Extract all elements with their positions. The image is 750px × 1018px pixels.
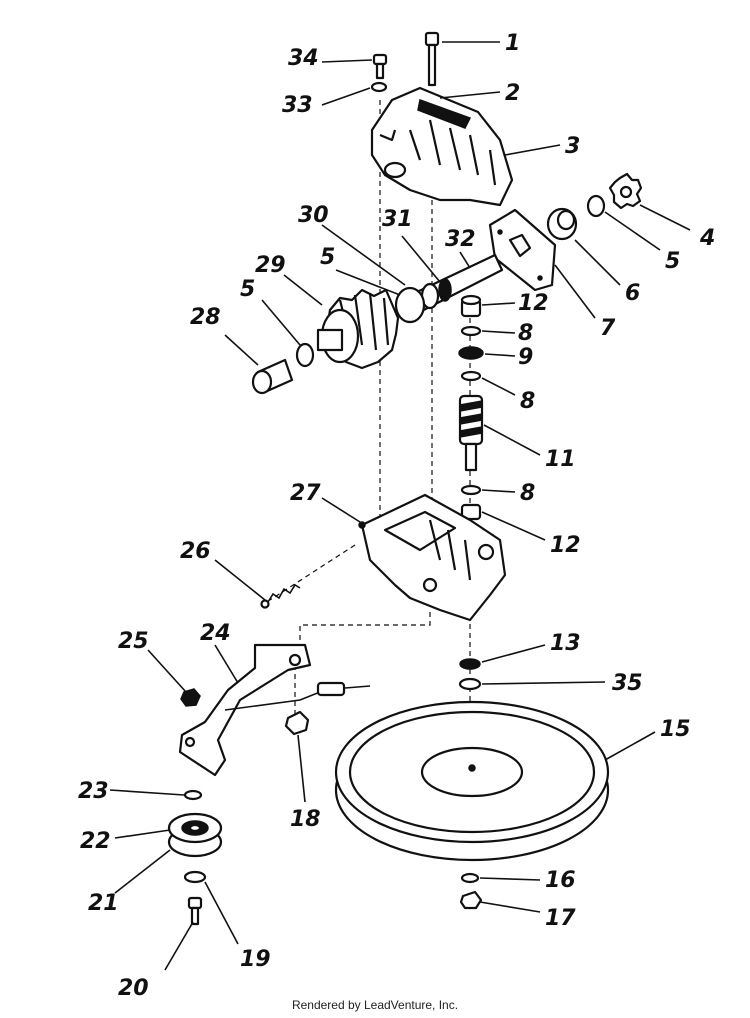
callout-5-right: 5 (665, 249, 680, 274)
callout-21: 21 (88, 891, 119, 916)
callout-28: 28 (190, 305, 221, 330)
callout-11: 11 (545, 447, 576, 472)
callout-2: 2 (505, 81, 520, 106)
callout-5-center: 5 (320, 245, 335, 270)
callout-15: 15 (660, 717, 691, 742)
bearing-part-13[interactable] (459, 658, 481, 670)
callout-5-left: 5 (240, 277, 255, 302)
callout-13: 13 (550, 631, 581, 656)
callout-3: 3 (565, 134, 580, 159)
callout-12-top: 12 (518, 291, 549, 316)
lower-gear-case-part-27[interactable] (358, 493, 507, 622)
idler-bracket-part-24[interactable] (178, 643, 312, 777)
worm-gear-part-11[interactable] (458, 394, 484, 472)
idler-pulley-part-22[interactable] (167, 812, 223, 858)
callout-25: 25 (118, 629, 149, 654)
callout-19: 19 (240, 947, 271, 972)
callout-23: 23 (78, 779, 109, 804)
washer-part-16[interactable] (460, 872, 480, 884)
bushing-part-12-top[interactable] (460, 294, 482, 318)
bushing-part-6[interactable] (546, 207, 578, 241)
footer-credit: Rendered by LeadVenture, Inc. (291, 998, 459, 1012)
callout-16: 16 (545, 868, 576, 893)
bolt-part-1[interactable] (424, 31, 440, 87)
washer-part-5-left[interactable] (295, 342, 315, 368)
washer-part-19[interactable] (183, 870, 207, 884)
callout-30: 30 (298, 203, 329, 228)
callout-12-bottom: 12 (550, 533, 581, 558)
bearing-plate-part-7[interactable] (488, 208, 557, 292)
callout-18: 18 (290, 807, 321, 832)
bushing-part-12-bottom[interactable] (460, 503, 482, 521)
callout-7: 7 (600, 316, 616, 341)
callout-labels: 1 2 3 4 5 6 7 12 8 9 8 11 8 12 13 35 15 … (78, 31, 715, 1001)
callout-17: 17 (545, 906, 576, 931)
drive-pulley-part-15[interactable] (334, 700, 610, 862)
callout-4: 4 (699, 226, 715, 251)
bushing-part-28[interactable] (251, 358, 294, 395)
nut-part-25[interactable] (180, 688, 201, 707)
callout-24: 24 (200, 621, 231, 646)
callout-6: 6 (625, 281, 640, 306)
callout-29: 29 (255, 253, 286, 278)
callout-27: 27 (290, 481, 321, 506)
callout-8-bottom: 8 (520, 481, 535, 506)
callout-32: 32 (445, 227, 476, 252)
bearing-part-30[interactable] (394, 286, 426, 324)
washer-part-35[interactable] (458, 677, 482, 691)
spring-part-26[interactable] (260, 583, 301, 609)
leader-lines (109, 41, 691, 971)
callout-26: 26 (180, 539, 211, 564)
collar-part-31[interactable] (438, 278, 452, 302)
callout-22: 22 (80, 829, 111, 854)
callout-35: 35 (612, 671, 643, 696)
callout-20: 20 (118, 976, 149, 1001)
callout-34: 34 (288, 46, 319, 71)
nut-part-18[interactable] (284, 710, 310, 736)
bolt-part-34[interactable] (372, 53, 388, 80)
nut-part-17[interactable] (459, 890, 483, 910)
control-cable[interactable] (224, 681, 371, 711)
callout-33: 33 (282, 93, 313, 118)
washer-part-33[interactable] (370, 81, 388, 93)
washer-part-9[interactable] (458, 346, 484, 360)
callout-1: 1 (505, 31, 520, 56)
washer-part-5-right[interactable] (586, 194, 606, 218)
sprocket-part-4[interactable] (608, 172, 643, 210)
washer-part-8-bottom[interactable] (460, 484, 482, 496)
callout-8-top: 8 (518, 321, 533, 346)
bolt-part-20[interactable] (187, 896, 203, 926)
callout-31: 31 (382, 207, 413, 232)
callout-9: 9 (518, 345, 533, 370)
upper-gear-case-part-3[interactable] (370, 86, 514, 207)
washer-part-8-middle[interactable] (460, 370, 482, 382)
callout-8-middle: 8 (520, 389, 535, 414)
washer-part-23[interactable] (183, 789, 203, 801)
gear-part-29[interactable] (316, 288, 400, 370)
washer-part-8-top[interactable] (460, 325, 482, 337)
